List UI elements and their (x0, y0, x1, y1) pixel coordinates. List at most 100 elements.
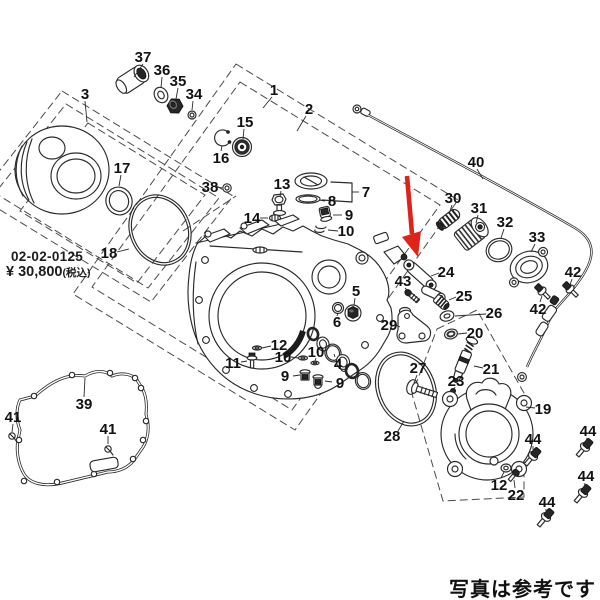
part-label-2: 2 (305, 101, 313, 118)
left-group-inner-box (0, 103, 220, 289)
nut-part35 (166, 98, 184, 114)
leader-line-42 (539, 295, 543, 303)
leader-line-23 (453, 386, 456, 391)
part-label-18: 18 (101, 245, 118, 262)
gasket-part39 (15, 369, 150, 487)
connector-dashed-line (182, 195, 237, 232)
leader-line-39 (83, 377, 86, 398)
washer-part20 (444, 328, 458, 340)
bolt-part44-a (523, 447, 542, 467)
part-label-14: 14 (244, 210, 261, 227)
leader-line-33 (530, 243, 536, 253)
part-label-7: 7 (362, 184, 370, 201)
washer-part12-left (251, 345, 263, 351)
leader-line-20 (457, 332, 468, 335)
part-label-21: 21 (483, 361, 500, 378)
leader-line-13 (279, 190, 282, 198)
leader-line-6 (336, 312, 339, 317)
oil-filter-part31 (453, 217, 489, 251)
leader-line-10 (290, 356, 299, 359)
part-label-9: 9 (281, 368, 289, 385)
clutch-cable-part40 (352, 104, 593, 382)
part-label-16: 16 (213, 150, 230, 167)
bolt-part13 (271, 193, 287, 216)
bolt-part42-right (562, 281, 579, 298)
plug-part5 (344, 304, 362, 322)
part-label-12: 12 (271, 337, 288, 354)
part-label-44: 44 (525, 431, 542, 448)
part-label-29: 29 (381, 317, 398, 334)
part-label-5: 5 (352, 283, 360, 300)
part-label-11: 11 (225, 355, 241, 372)
part-label-10: 10 (308, 344, 325, 361)
plug-part9-mid (299, 369, 311, 381)
cover-group-inner-box (91, 81, 441, 411)
leader-line-40 (476, 168, 484, 180)
circlip-part16 (214, 129, 232, 147)
spring-part25 (432, 294, 450, 310)
bolt-part44-d (536, 508, 555, 528)
bolt-part43 (404, 289, 420, 304)
collar-part37 (115, 64, 150, 94)
oval-gasket-part28 (375, 351, 437, 427)
bearing-part15 (231, 136, 253, 158)
clutch-drum-part3 (14, 125, 110, 215)
leader-line-34 (191, 100, 194, 111)
nut-part38 (222, 183, 232, 193)
part-label-22: 22 (508, 487, 525, 504)
leader-line-43 (404, 287, 409, 292)
part-label-24: 24 (438, 264, 455, 281)
leader-line-44 (585, 437, 588, 444)
part-label-10: 10 (338, 223, 355, 240)
bolt-part42-left (534, 283, 551, 300)
part-label-20: 20 (467, 325, 484, 342)
snapring-part34 (187, 110, 197, 120)
leader-line-37 (133, 63, 144, 78)
part-label-42: 42 (530, 301, 547, 318)
leader-line-44 (583, 482, 586, 489)
left-group-outer-box (0, 90, 234, 303)
leader-line-36 (160, 76, 163, 89)
part-label-6: 6 (333, 314, 341, 331)
leader-line-5 (353, 297, 356, 306)
part-label-36: 36 (154, 62, 171, 79)
leader-line-19 (525, 406, 536, 409)
leader-line-1 (262, 96, 273, 109)
leader-lines (11, 63, 588, 513)
part-label-42: 42 (565, 264, 582, 281)
seal-ring-chain-part4 (306, 326, 372, 390)
bolt-part27 (406, 379, 439, 399)
leader-line-8 (318, 199, 326, 202)
leader-line-11 (240, 360, 248, 363)
leader-line-38 (216, 186, 223, 189)
leader-line-25 (448, 296, 457, 301)
leader-line-10 (314, 357, 317, 362)
part-label-32: 32 (497, 214, 514, 231)
leader-line-42 (569, 278, 573, 286)
leader-line-15 (242, 128, 245, 140)
part-label-4: 4 (334, 356, 343, 373)
price-amount: ¥ 30,800 (6, 264, 63, 280)
filter-cover-part33 (508, 246, 549, 288)
part-label-33: 33 (529, 229, 546, 246)
leader-line-9 (292, 374, 301, 377)
part-label-27: 27 (410, 360, 427, 377)
leader-line-4 (333, 353, 336, 358)
part-label-23: 23 (448, 373, 465, 390)
leader-line-21 (473, 365, 484, 369)
bolt-part44-b (575, 438, 594, 458)
leader-line-17 (118, 174, 122, 187)
leader-line-12 (500, 471, 505, 479)
oring-part8 (295, 194, 321, 204)
part-label-28: 28 (384, 428, 401, 445)
part-label-19: 19 (535, 401, 552, 418)
leader-line-16 (220, 145, 223, 152)
cover-top-linkage-part2 (195, 214, 303, 254)
part-label-10: 10 (275, 349, 292, 366)
bolt-part41-mid (104, 445, 114, 456)
part-label-9: 9 (345, 207, 353, 224)
oring-part6 (331, 301, 345, 315)
price-tax-suffix: (税込) (62, 267, 91, 279)
washer-part10-right (310, 360, 320, 366)
